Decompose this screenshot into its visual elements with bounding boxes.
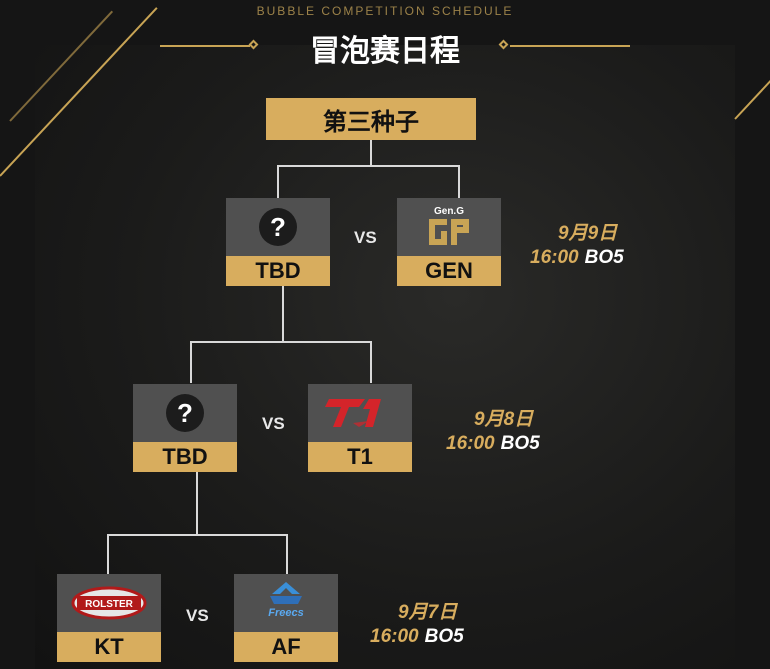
bracket-line bbox=[107, 534, 288, 536]
vs-label: VS bbox=[262, 414, 285, 433]
background-panel bbox=[35, 45, 735, 669]
match-date: 9月7日 bbox=[398, 602, 458, 623]
bracket-line bbox=[277, 165, 279, 198]
title-divider-left bbox=[160, 45, 250, 47]
bracket-line bbox=[286, 534, 288, 574]
team-logo-box: ROLSTER bbox=[57, 574, 161, 632]
bracket-line bbox=[190, 341, 372, 343]
bracket-line bbox=[282, 286, 284, 342]
team-logo-box: Freecs bbox=[234, 574, 338, 632]
bracket-line bbox=[370, 341, 372, 383]
match-time: 16:00 bbox=[446, 433, 495, 454]
bracket-line bbox=[107, 534, 109, 574]
bracket-line bbox=[458, 165, 460, 198]
match-time: 16:00 bbox=[370, 626, 419, 647]
team-card-tbd-round1: ? TBD bbox=[226, 198, 330, 286]
question-mark-icon: ? bbox=[259, 208, 297, 246]
bracket-line bbox=[277, 165, 460, 167]
team-logo-box: Gen.G bbox=[397, 198, 501, 256]
match-format: BO5 bbox=[584, 247, 624, 268]
team-logo-box: ? bbox=[133, 384, 237, 442]
title-divider-right bbox=[510, 45, 630, 47]
team-name: GEN bbox=[397, 256, 501, 286]
match-time: 16:00 bbox=[530, 247, 579, 268]
bracket-line bbox=[190, 341, 192, 383]
bracket-line bbox=[370, 140, 372, 166]
team-name: TBD bbox=[133, 442, 237, 472]
vs-label: VS bbox=[186, 606, 209, 625]
team-logo-box bbox=[308, 384, 412, 442]
svg-text:ROLSTER: ROLSTER bbox=[85, 599, 134, 610]
team-card-kt: ROLSTER KT bbox=[57, 574, 161, 662]
match-format: BO5 bbox=[500, 433, 540, 454]
afreeca-freecs-logo: Freecs bbox=[268, 582, 304, 619]
page-subtitle: BUBBLE COMPETITION SCHEDULE bbox=[256, 4, 514, 18]
team-card-af: Freecs AF bbox=[234, 574, 338, 662]
team-card-t1: T1 bbox=[308, 384, 412, 472]
match-date: 9月8日 bbox=[474, 409, 534, 430]
team-logo-box: ? bbox=[226, 198, 330, 256]
svg-text:Freecs: Freecs bbox=[268, 607, 303, 619]
t1-logo bbox=[325, 399, 381, 427]
vs-label: VS bbox=[354, 228, 377, 247]
team-name: T1 bbox=[308, 442, 412, 472]
page-title: 冒泡赛日程 bbox=[310, 34, 460, 69]
team-name: KT bbox=[57, 632, 161, 662]
match-date: 9月9日 bbox=[558, 223, 618, 244]
question-mark-icon: ? bbox=[166, 394, 204, 432]
decorative-diagonal-right bbox=[734, 74, 770, 120]
team-name: TBD bbox=[226, 256, 330, 286]
team-card-tbd-round2: ? TBD bbox=[133, 384, 237, 472]
bracket-line bbox=[196, 472, 198, 535]
svg-text:Gen.G: Gen.G bbox=[434, 206, 464, 217]
team-card-gen: Gen.G GEN bbox=[397, 198, 501, 286]
team-name: AF bbox=[234, 632, 338, 662]
third-seed-label: 第三种子 bbox=[266, 98, 476, 140]
match-format: BO5 bbox=[424, 626, 464, 647]
kt-rolster-logo: ROLSTER bbox=[71, 586, 147, 620]
gen-g-logo: Gen.G bbox=[429, 206, 469, 245]
